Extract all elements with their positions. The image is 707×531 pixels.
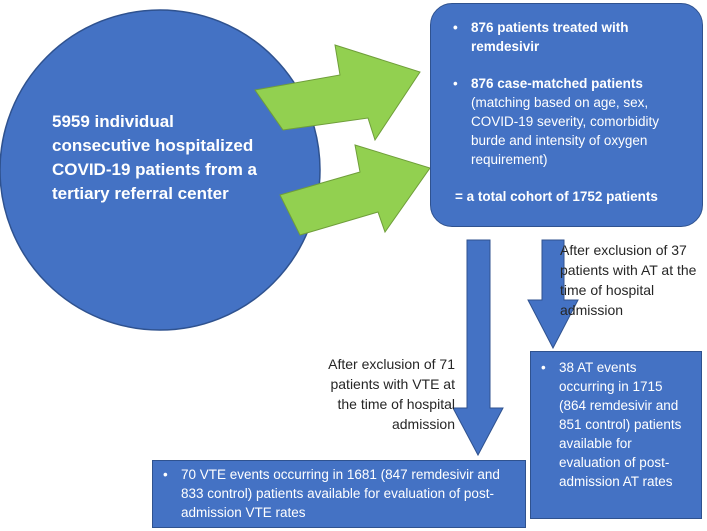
green-arrow-lower <box>279 144 431 236</box>
green-arrow-upper <box>254 44 421 142</box>
vte-result-box: 70 VTE events occurring in 1681 (847 rem… <box>152 460 526 528</box>
down-arrow-at <box>527 239 579 350</box>
matching-criteria: (matching based on age, sex, COVID-19 se… <box>471 95 660 167</box>
total-cohort: = a total cohort of 1752 patients <box>455 189 658 204</box>
case-matched-label: 876 case-matched patients <box>471 76 643 91</box>
exclusion-note-at: After exclusion of 37 patients with AT a… <box>560 242 697 318</box>
case-matched-item: 876 case-matched patients (matching base… <box>451 74 688 169</box>
down-arrow-vte <box>452 239 504 457</box>
exclusion-note-vte: After exclusion of 71 patients with VTE … <box>328 356 455 432</box>
cohort-circle <box>0 9 321 331</box>
at-result-item: 38 AT events occurring in 1715 (864 remd… <box>539 358 693 491</box>
at-result-box: 38 AT events occurring in 1715 (864 remd… <box>530 351 702 519</box>
circle-label: 5959 individual consecutive hospitalized… <box>52 112 257 203</box>
remdesivir-patients-item: 876 patients treated with remdesivir <box>451 18 688 56</box>
cohort-box: 876 patients treated with remdesivir 876… <box>430 3 703 227</box>
vte-result-item: 70 VTE events occurring in 1681 (847 rem… <box>161 465 515 522</box>
